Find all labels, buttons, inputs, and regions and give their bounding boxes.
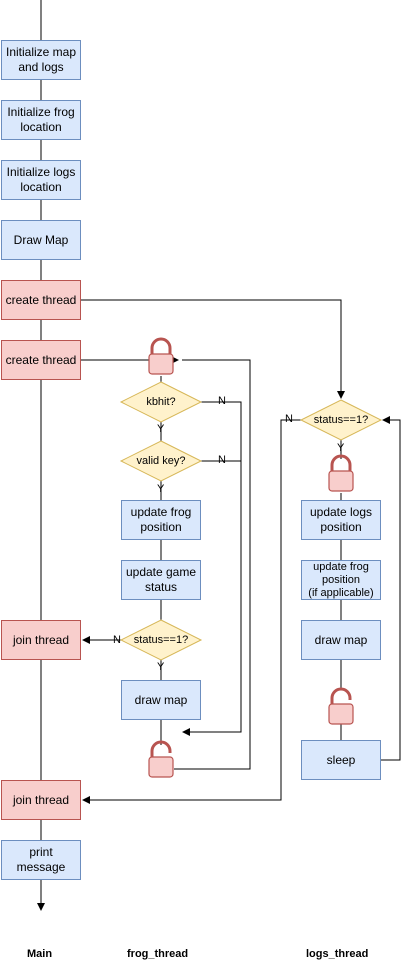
no-label: N — [113, 634, 121, 646]
logs-loop-back-path — [381, 416, 401, 761]
decision-valid-key-shape — [119, 440, 203, 482]
logs-thread-column-title: logs_thread — [306, 948, 369, 960]
frog-loop-back-path — [174, 359, 251, 770]
no-label: N — [285, 413, 293, 425]
decision-logs-status-shape — [299, 399, 383, 441]
main-column-title: Main — [27, 948, 53, 960]
lock-open-icon — [328, 687, 354, 725]
step-update-game-status: update game status — [121, 560, 201, 600]
lock-closed-icon — [148, 337, 174, 375]
decision-kbhit-label: kbhit? — [146, 396, 176, 408]
step-draw-map: Draw Map — [1, 220, 81, 260]
step-initialize-map-and-logs: Initialize map and logs — [1, 40, 81, 80]
step-sleep: sleep — [301, 740, 381, 780]
step-update-frog-position-if-applicable: update frog position (if applicable) — [301, 560, 381, 600]
step-create-frog-thread: create thread — [1, 340, 81, 380]
decision-logs-status-label: status==1? — [313, 414, 369, 426]
step-join-frog-thread: join thread — [1, 620, 81, 660]
step-initialize-logs-location: Initialize logs location — [1, 160, 81, 200]
yes-label: Y — [157, 483, 165, 495]
lock-closed-icon — [328, 454, 354, 492]
step-initialize-frog-location: Initialize frog location — [1, 100, 81, 140]
logs-status-no-path — [82, 419, 301, 804]
no-label: N — [218, 395, 226, 407]
decision-kbhit-shape — [119, 381, 203, 423]
step-update-frog-position: update frog position — [121, 500, 201, 540]
spawn-logs-thread-arrow — [81, 299, 345, 399]
yes-label: Y — [157, 661, 165, 673]
lock-open-icon — [148, 740, 174, 778]
no-label: N — [218, 454, 226, 466]
yes-label: Y — [337, 442, 345, 454]
yes-label: Y — [157, 423, 165, 435]
decision-frog-status-shape — [119, 619, 203, 661]
step-join-logs-thread: join thread — [1, 780, 81, 820]
step-logs-draw-map: draw map — [301, 620, 381, 660]
step-print-message: print message — [1, 840, 81, 880]
step-create-logs-thread: create thread — [1, 280, 81, 320]
step-update-logs-position: update logs position — [301, 500, 381, 540]
frog-thread-column-title: frog_thread — [127, 948, 189, 960]
step-frog-draw-map: draw map — [121, 680, 201, 720]
kbhit-no-path — [182, 401, 242, 736]
decision-valid-key-label: valid key? — [136, 455, 186, 467]
decision-frog-status-label: status==1? — [133, 634, 189, 646]
